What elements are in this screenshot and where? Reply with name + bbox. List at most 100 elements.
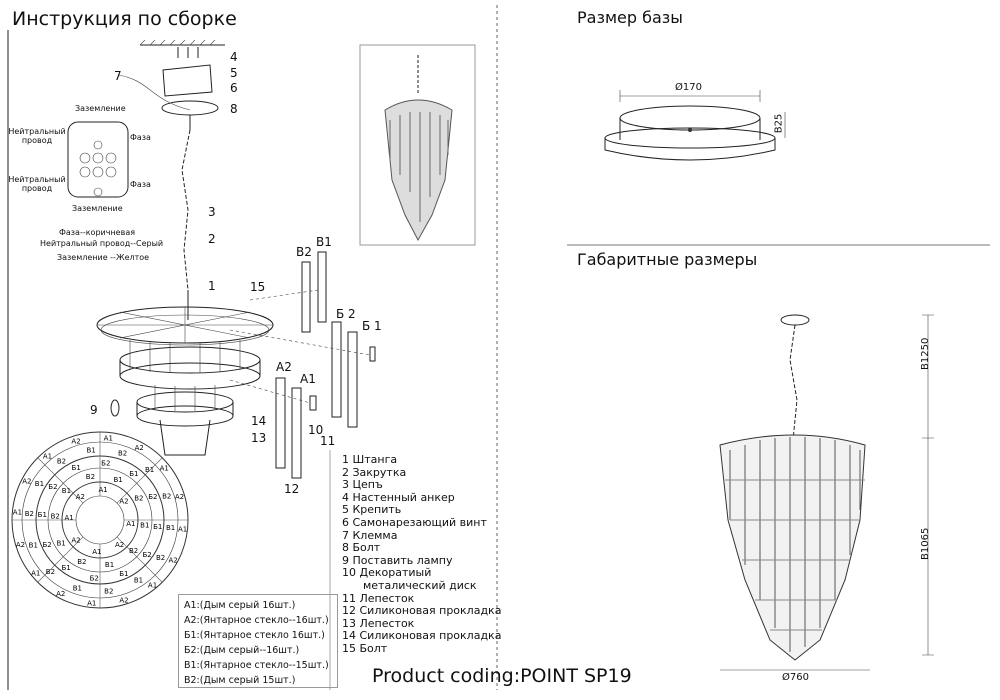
ring-label: B1 bbox=[134, 577, 143, 585]
ring-label: Б1 bbox=[129, 470, 138, 478]
phase-label-top: Фаза bbox=[130, 133, 151, 142]
ring-label: B2 bbox=[118, 450, 127, 458]
ring-label: A2 bbox=[76, 493, 85, 501]
callout-4: 4 bbox=[230, 50, 238, 64]
ring-label: A1 bbox=[65, 514, 74, 522]
ring-spoke bbox=[37, 536, 84, 583]
ring-label: A2 bbox=[71, 537, 80, 545]
product-photo bbox=[384, 55, 453, 242]
ring-label: B1 bbox=[140, 521, 149, 529]
callout-3: 3 bbox=[208, 205, 216, 219]
part-item: 15 Болт bbox=[342, 641, 388, 655]
legend-item: Б1:(Янтарное стекло 16шт.) bbox=[184, 630, 325, 641]
frame-assembly bbox=[96, 306, 274, 456]
ring-label: Б2 bbox=[101, 459, 110, 467]
ring-label: B1 bbox=[29, 541, 38, 549]
ring-label: B1 bbox=[35, 480, 44, 488]
ring-spoke bbox=[116, 457, 163, 504]
callout-1: 1 bbox=[208, 279, 216, 293]
ring-label: A2 bbox=[135, 444, 144, 452]
overall-size-title: Габаритные размеры bbox=[577, 250, 758, 269]
parts-list: 1 Штанга 2 Закрутка 3 Цепъ 4 Настенный а… bbox=[342, 453, 502, 656]
ring-spoke bbox=[37, 457, 84, 504]
ring-label: B2 bbox=[129, 547, 138, 555]
part-item: 8 Болт bbox=[342, 541, 381, 555]
phase-label-bottom: Фаза bbox=[130, 180, 151, 189]
ring-label: B2 bbox=[86, 473, 95, 481]
glass-legend: A1:(Дым серый 16шт.) A2:(Янтарное стекло… bbox=[178, 594, 338, 688]
neutral-label-top: Нейтральный провод bbox=[8, 127, 66, 145]
legend-item: Б2:(Дым серый--16шт.) bbox=[184, 645, 300, 656]
terminal-block bbox=[67, 121, 129, 198]
ring-label: A1 bbox=[126, 520, 135, 528]
ring-label: Б2 bbox=[48, 483, 57, 491]
callout-15: 15 bbox=[250, 280, 266, 294]
callout-10: 10 bbox=[308, 423, 324, 437]
part-item: 2 Закрутка bbox=[342, 465, 407, 479]
ring-label: B2 bbox=[162, 493, 171, 501]
panel-label-b1: B1 bbox=[316, 235, 332, 249]
product-code: Product coding:POINT SP19 bbox=[372, 665, 632, 687]
ring-label: B2 bbox=[25, 510, 34, 518]
ring-label: Б2 bbox=[42, 541, 51, 549]
ring-label: Б1 bbox=[61, 564, 70, 572]
part-item: 6 Самонарезающий винт bbox=[342, 515, 487, 529]
ground-label-bottom: Заземление bbox=[72, 204, 123, 213]
ring-label: B1 bbox=[73, 584, 82, 592]
ring-spoke bbox=[116, 536, 163, 583]
callout-12: 12 bbox=[284, 482, 300, 496]
panel-label-be2: Б 2 bbox=[336, 307, 356, 321]
panel-label-a1: A1 bbox=[300, 372, 316, 386]
ring-label: B1 bbox=[87, 447, 96, 455]
wire-color-neutral: Нейтральный провод--Серый bbox=[40, 239, 164, 248]
callout-11: 11 bbox=[320, 434, 336, 448]
panel-label-a2: A2 bbox=[276, 360, 292, 374]
callout-7: 7 bbox=[114, 69, 122, 83]
glass-panels bbox=[275, 251, 376, 479]
product-photo-frame bbox=[359, 44, 476, 246]
part-item: 14 Силиконовая прокладка bbox=[342, 629, 502, 643]
ring-label: A2 bbox=[119, 497, 128, 505]
part-item: 9 Поставить лампу bbox=[342, 553, 453, 567]
ring-label: B2 bbox=[46, 568, 55, 576]
total-height: B1250 bbox=[920, 337, 931, 370]
ring-label: B2 bbox=[51, 513, 60, 521]
ring-label: B2 bbox=[104, 587, 113, 595]
ring-label: A1 bbox=[87, 600, 96, 608]
ring-circle bbox=[75, 495, 125, 545]
ring-label: Б1 bbox=[72, 464, 81, 472]
ring-label: B2 bbox=[156, 554, 165, 562]
base-drawing bbox=[604, 90, 786, 161]
ring-label: A2 bbox=[119, 596, 128, 604]
ring-label: B2 bbox=[57, 457, 66, 465]
base-height: B25 bbox=[773, 113, 785, 134]
callout-13: 13 bbox=[251, 431, 267, 445]
ring-label: Б1 bbox=[153, 523, 162, 531]
terminal-screws bbox=[79, 140, 117, 197]
ring-label: B2 bbox=[77, 558, 86, 566]
canopy-assembly bbox=[117, 39, 225, 320]
legend-item: A1:(Дым серый 16шт.) bbox=[184, 600, 296, 611]
wire-color-ground: Заземление --Желтое bbox=[57, 253, 150, 262]
ring-label: Б1 bbox=[38, 511, 47, 519]
ring-label: A1 bbox=[160, 464, 169, 472]
ring-label: A1 bbox=[148, 581, 157, 589]
base-size-title: Размер базы bbox=[577, 8, 683, 27]
callout-2: 2 bbox=[208, 232, 216, 246]
part-item: 10 Декоратиый bbox=[342, 566, 432, 580]
ring-label: Б2 bbox=[148, 493, 157, 501]
ring-label: A1 bbox=[104, 434, 113, 442]
part-item: 7 Клемма bbox=[342, 528, 398, 542]
part-item: 11 Лепесток bbox=[342, 591, 415, 605]
body-diameter: Ø760 bbox=[782, 672, 809, 683]
ring-label: A1 bbox=[92, 548, 101, 556]
base-diameter: Ø170 bbox=[675, 82, 702, 93]
callout-5: 5 bbox=[230, 66, 238, 80]
overall-drawing bbox=[719, 314, 934, 671]
ring-label: B1 bbox=[166, 524, 175, 532]
legend-item: A2:(Янтарное стекло--16шт.) bbox=[184, 615, 329, 626]
ring-label: A1 bbox=[98, 486, 107, 494]
ring-label: B1 bbox=[57, 540, 66, 548]
ring-label: B1 bbox=[62, 487, 71, 495]
guide-lines bbox=[229, 289, 371, 404]
